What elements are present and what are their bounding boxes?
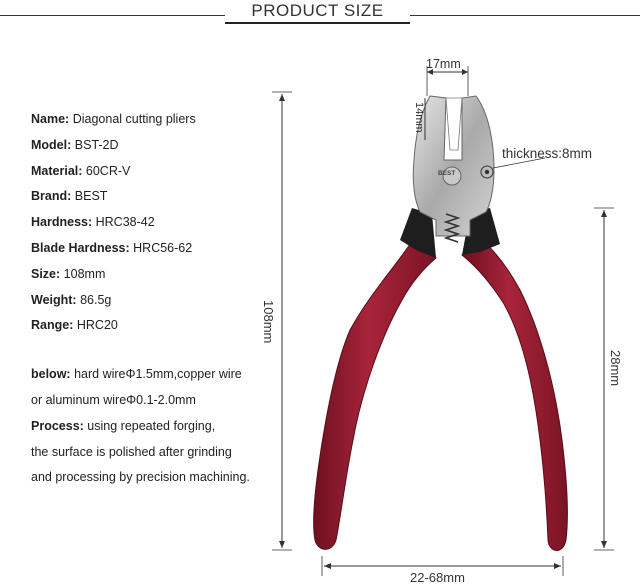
dim-opening-label: 22-68mm bbox=[410, 570, 465, 585]
desc-process-line-3: and processing by precision machining. bbox=[31, 470, 250, 485]
spec-row-weight: Weight: 86.5g bbox=[31, 288, 311, 314]
spec-key: Size: bbox=[31, 266, 61, 281]
dim-handle-length: 28mm bbox=[594, 207, 623, 551]
spec-key: Blade Hardness: bbox=[31, 240, 130, 255]
dim-total-length-label: 108mm bbox=[261, 300, 276, 343]
spec-key: Brand: bbox=[31, 189, 72, 204]
spec-row-model: Model: BST-2D bbox=[31, 133, 311, 159]
desc-text: using repeated forging, bbox=[87, 418, 216, 433]
pliers-head bbox=[412, 95, 495, 237]
dim-handle-length-label: 28mm bbox=[608, 350, 623, 386]
spec-row-range: Range: HRC20 bbox=[31, 313, 311, 339]
spec-value: 86.5g bbox=[80, 292, 112, 307]
title-underline bbox=[225, 22, 410, 24]
pliers-jaw-gap bbox=[445, 97, 463, 151]
spec-key: Name: bbox=[31, 112, 70, 126]
dim-thickness-label: thickness:8mm bbox=[502, 146, 592, 161]
dim-thickness: thickness:8mm bbox=[480, 146, 592, 179]
spec-key: Model: bbox=[31, 137, 72, 152]
spec-key: Material: bbox=[31, 163, 83, 178]
dim-jaw-length-label: 14mm bbox=[413, 102, 425, 133]
header-banner: PRODUCT SIZE bbox=[0, 0, 640, 28]
spec-value: HRC20 bbox=[76, 318, 118, 333]
pliers-right-handle bbox=[461, 237, 568, 551]
desc-process-line-1: Process: using repeated forging, bbox=[31, 414, 311, 440]
dim-jaw-width-label: 17mm bbox=[426, 57, 461, 71]
spec-value: Diagonal cutting pliers bbox=[72, 112, 196, 126]
spec-row-name: Name: Diagonal cutting pliers bbox=[31, 107, 311, 133]
desc-below-line-2: or aluminum wireΦ0.1-2.0mm bbox=[31, 392, 196, 407]
desc-text: hard wireΦ1.5mm,copper wire bbox=[74, 367, 242, 382]
spec-value: 108mm bbox=[63, 266, 106, 281]
dim-jaw-length: 14mm bbox=[413, 98, 426, 140]
spec-key: Hardness: bbox=[31, 215, 93, 230]
spec-key: Weight: bbox=[31, 292, 77, 307]
spec-value: 60CR-V bbox=[85, 163, 131, 178]
brand-mark: BEST bbox=[438, 170, 455, 177]
spec-row-hardness: Hardness: HRC38-42 bbox=[31, 210, 311, 236]
page-title: PRODUCT SIZE bbox=[251, 1, 384, 20]
spec-value: HRC38-42 bbox=[95, 215, 155, 230]
header-rule-left bbox=[0, 15, 225, 16]
pliers-spring bbox=[443, 213, 461, 243]
spec-row-brand: Brand: BEST bbox=[31, 184, 311, 210]
spec-value: BST-2D bbox=[74, 137, 119, 152]
spec-row-material: Material: 60CR-V bbox=[31, 159, 311, 185]
desc-below-line-1: below: hard wireΦ1.5mm,copper wire bbox=[31, 362, 311, 388]
dim-opening: 22-68mm bbox=[321, 556, 564, 585]
header-rule-right bbox=[410, 15, 640, 16]
spec-value: BEST bbox=[74, 189, 108, 204]
spec-row-blade-hardness: Blade Hardness: HRC56-62 bbox=[31, 236, 311, 262]
spec-list: Name: Diagonal cutting pliers Model: BST… bbox=[31, 107, 311, 491]
desc-label: below: bbox=[31, 367, 71, 382]
pliers-left-sleeve bbox=[400, 208, 436, 258]
pliers-left-handle bbox=[313, 231, 437, 550]
desc-label: Process: bbox=[31, 418, 84, 433]
spec-value: HRC56-62 bbox=[133, 240, 193, 255]
pliers-pivot bbox=[442, 166, 462, 186]
dim-jaw-width: 17mm bbox=[426, 57, 469, 96]
spec-key: Range: bbox=[31, 318, 74, 333]
dim-total-length: 108mm bbox=[261, 91, 292, 551]
spec-row-size: Size: 108mm bbox=[31, 262, 311, 288]
desc-process-line-2: the surface is polished after grinding bbox=[31, 444, 232, 459]
